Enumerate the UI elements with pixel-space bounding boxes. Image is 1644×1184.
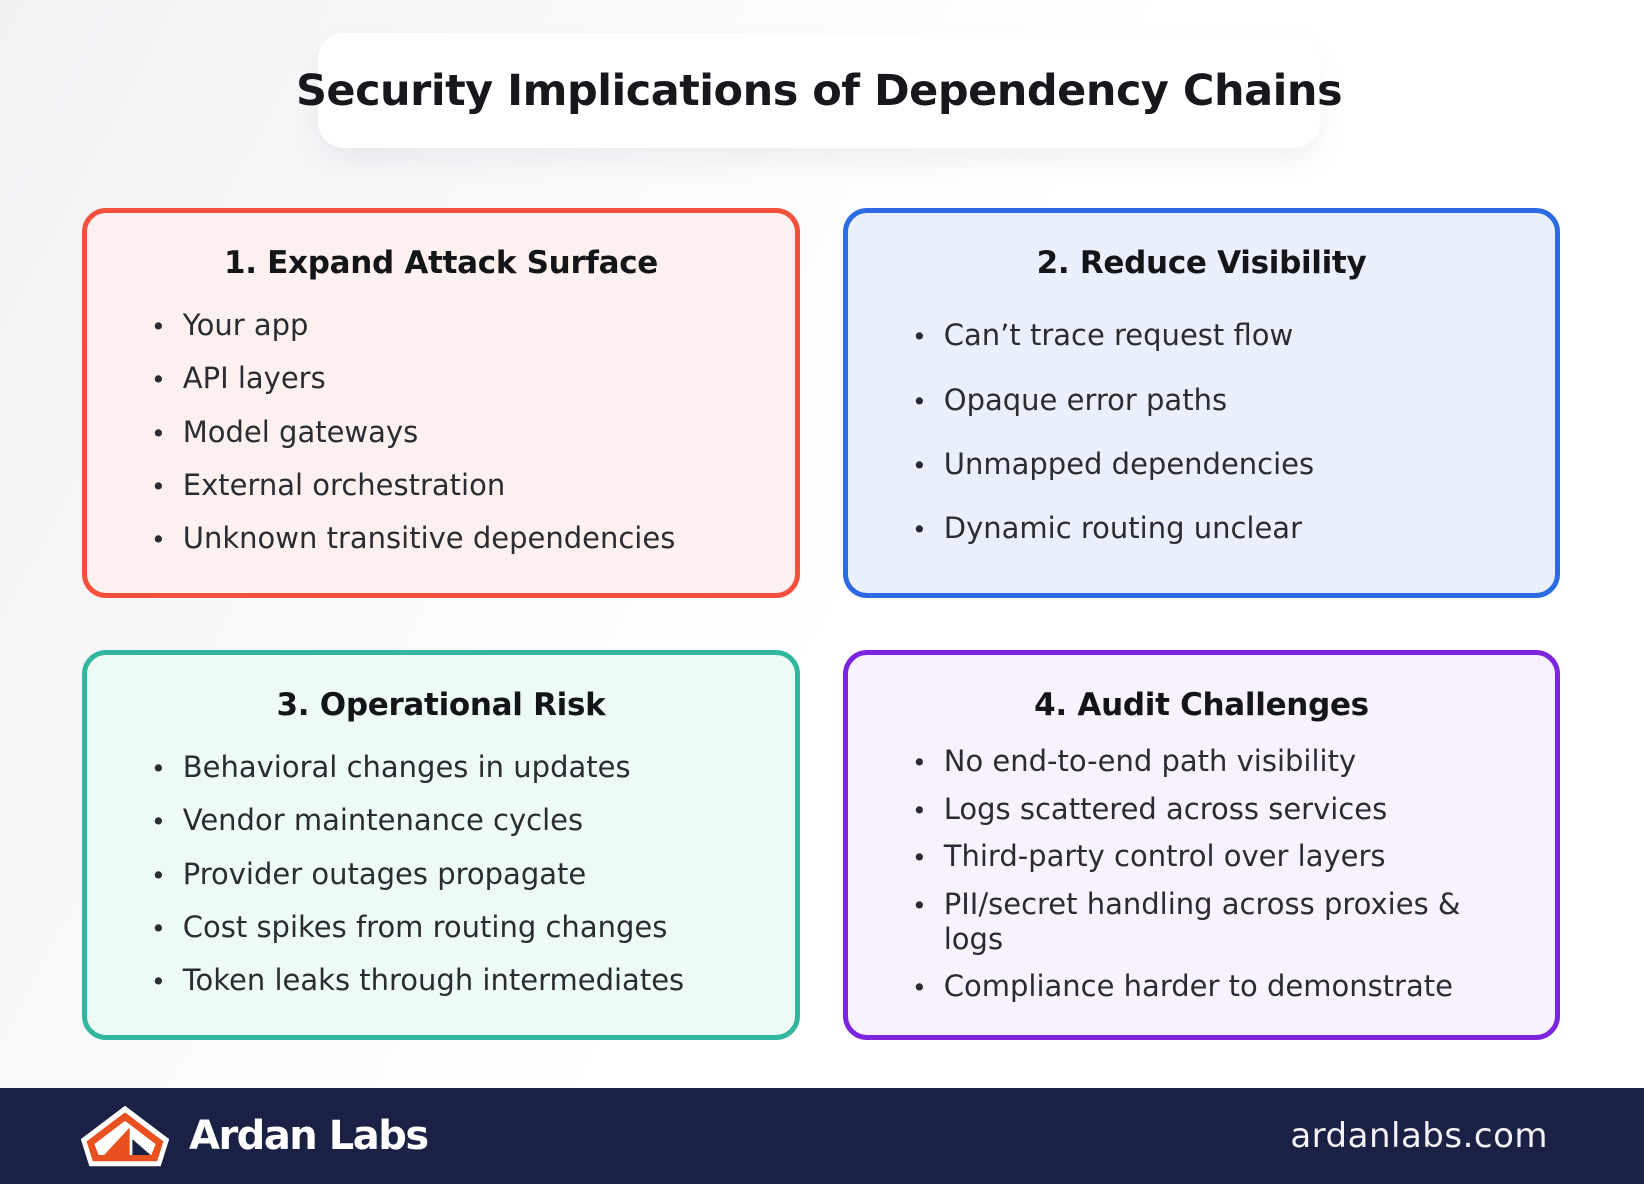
bullet-icon: • — [151, 807, 166, 837]
footer-bar: Ardan Labs ardanlabs.com — [0, 1088, 1644, 1184]
bullet-icon: • — [912, 450, 927, 480]
bullet-icon: • — [912, 795, 927, 825]
page-title: Security Implications of Dependency Chai… — [295, 65, 1343, 116]
list-item: • Dynamic routing unclear — [912, 511, 1529, 546]
card-title: 3. Operational Risk — [276, 687, 606, 723]
bullet-icon: • — [151, 967, 166, 997]
list-item-text: Provider outages propagate — [182, 856, 587, 891]
list-item-text: Third-party control over layers — [943, 839, 1386, 874]
card-audit-challenges: 4. Audit Challenges • No end-to-end path … — [843, 650, 1560, 1040]
list-item-text: Dynamic routing unclear — [943, 510, 1303, 545]
bullet-icon: • — [912, 973, 927, 1003]
card-bullet-list: • Can’t trace request flow • Opaque error p… — [866, 289, 1537, 579]
list-item-text: No end-to-end path visibility — [943, 743, 1357, 778]
bullet-icon: • — [912, 843, 927, 873]
list-item-text: Token leaks through intermediates — [182, 963, 685, 998]
list-item: • Model gateways — [151, 415, 769, 450]
card-bullet-list: • Behavioral changes in updates • Vendor ma… — [105, 731, 777, 1021]
card-title: 4. Audit Challenges — [1034, 687, 1369, 723]
card-reduce-visibility: 2. Reduce Visibility • Can’t trace reques… — [843, 208, 1560, 598]
bullet-icon: • — [912, 747, 927, 777]
list-item: • Your app — [151, 308, 769, 343]
brand-lockup: Ardan Labs — [78, 1105, 429, 1167]
brand-name: Ardan Labs — [189, 1113, 429, 1159]
list-item: • No end-to-end path visibility — [912, 744, 1529, 779]
list-item: • API layers — [151, 361, 769, 396]
list-item-text: Vendor maintenance cycles — [182, 803, 584, 838]
bullet-icon: • — [912, 386, 927, 416]
list-item: • Token leaks through intermediates — [151, 963, 769, 998]
bullet-icon: • — [151, 365, 166, 395]
bullet-icon: • — [151, 753, 166, 783]
list-item-text: Opaque error paths — [943, 382, 1228, 417]
list-item: • Vendor maintenance cycles — [151, 803, 769, 838]
list-item-text: Behavioral changes in updates — [182, 749, 631, 784]
list-item-text: API layers — [182, 361, 326, 396]
list-item-text: Cost spikes from routing changes — [182, 910, 668, 945]
cards-grid: 1. Expand Attack Surface • Your app • API l… — [82, 208, 1560, 1040]
list-item-text: External orchestration — [182, 468, 506, 503]
bullet-icon: • — [151, 418, 166, 448]
list-item-text: Logs scattered across services — [943, 791, 1388, 826]
list-item: • Cost spikes from routing changes — [151, 910, 769, 945]
bullet-icon: • — [151, 472, 166, 502]
list-item-text: PII/secret handling across proxies & log… — [943, 886, 1461, 956]
list-item-text: Model gateways — [182, 414, 419, 449]
footer-website: ardanlabs.com — [1290, 1116, 1548, 1156]
list-item: • Compliance harder to demonstrate — [912, 969, 1529, 1004]
list-item-text: Compliance harder to demonstrate — [943, 969, 1453, 1004]
bullet-icon: • — [151, 860, 166, 890]
list-item: • Behavioral changes in updates — [151, 750, 769, 785]
list-item: • Provider outages propagate — [151, 857, 769, 892]
list-item-text: Unknown transitive dependencies — [182, 521, 676, 556]
card-expand-attack-surface: 1. Expand Attack Surface • Your app • API l… — [82, 208, 800, 598]
bullet-icon: • — [912, 322, 927, 352]
bullet-icon: • — [912, 890, 927, 920]
list-item-text: Unmapped dependencies — [943, 446, 1315, 481]
list-item: • Third-party control over layers — [912, 839, 1529, 874]
card-bullet-list: • No end-to-end path visibility • Logs scat… — [866, 731, 1537, 1021]
ardan-labs-logo-icon — [80, 1105, 170, 1167]
list-item: • External orchestration — [151, 468, 769, 503]
bullet-icon: • — [151, 914, 166, 944]
list-item-text: Your app — [182, 307, 309, 342]
bullet-icon: • — [151, 311, 166, 341]
title-card: Security Implications of Dependency Chai… — [296, 33, 1343, 148]
bullet-icon: • — [151, 525, 166, 555]
card-title: 2. Reduce Visibility — [1036, 245, 1367, 281]
card-title: 1. Expand Attack Surface — [223, 245, 659, 281]
card-operational-risk: 3. Operational Risk • Behavioral changes … — [82, 650, 800, 1040]
list-item: • Opaque error paths — [912, 383, 1529, 418]
list-item: • Unknown transitive dependencies — [151, 521, 769, 556]
bullet-icon: • — [912, 514, 927, 544]
list-item: • Can’t trace request flow — [912, 318, 1529, 353]
card-bullet-list: • Your app • API layers • Model gateways • Exte… — [105, 289, 777, 579]
list-item: • PII/secret handling across proxies & lo… — [912, 887, 1529, 957]
list-item: • Unmapped dependencies — [912, 447, 1529, 482]
list-item-text: Can’t trace request flow — [943, 318, 1294, 353]
list-item: • Logs scattered across services — [912, 792, 1529, 827]
